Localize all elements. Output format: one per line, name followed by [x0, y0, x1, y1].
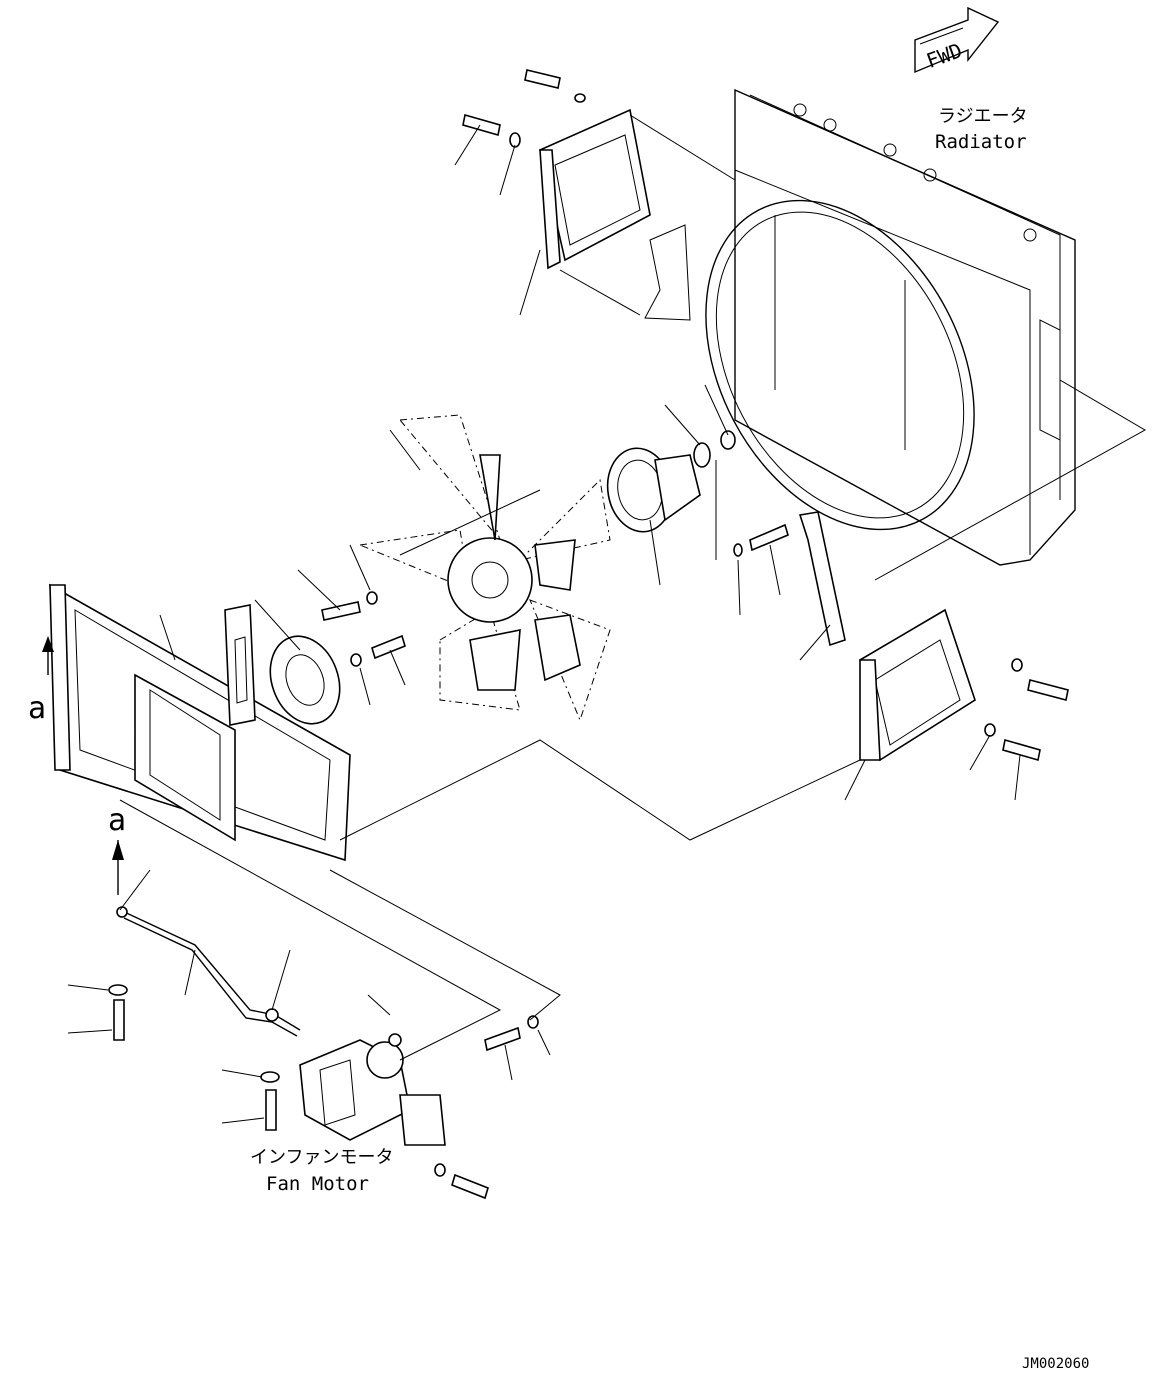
fan-motor-bolts: [434, 1015, 539, 1200]
view-arrow-top: a: [28, 636, 54, 726]
fan-hub: [606, 447, 701, 533]
view-arrow-bottom: a: [108, 803, 126, 895]
right-support-bracket: [798, 511, 976, 762]
radiator-assembly: [705, 88, 1076, 566]
radiator-label-jp: ラジエータ: [938, 106, 1028, 127]
hub-plate: [269, 635, 341, 725]
line-bolts: [108, 984, 280, 1131]
cooling-fan: [358, 414, 611, 722]
bolt-upper-b: [462, 113, 521, 148]
fan-motor-label: インファンモータ Fan Motor: [250, 1147, 393, 1195]
view-marker-bottom: a: [108, 803, 126, 838]
drawing-number: JM002060: [1022, 1356, 1089, 1372]
fwd-label: FWD: [923, 38, 965, 73]
fan-motor: [299, 1033, 446, 1146]
bolt-upper-a: [524, 69, 586, 103]
fan-motor-label-jp: インファンモータ: [250, 1147, 393, 1168]
radiator-label: ラジエータ Radiator: [935, 106, 1028, 153]
upper-bracket: [539, 108, 691, 321]
fwd-arrow: FWD: [914, 6, 1000, 74]
lock-nut: [693, 430, 736, 468]
view-marker-top: a: [28, 691, 46, 726]
assembly-leader-lines: [67, 114, 1147, 1124]
fan-bolts: [321, 591, 406, 667]
fan-motor-label-en: Fan Motor: [266, 1173, 369, 1195]
fan-guard-frame: [49, 583, 351, 862]
hydraulic-line: [116, 906, 301, 1037]
radiator-label-en: Radiator: [935, 131, 1027, 153]
bolt-right: [733, 523, 1069, 762]
